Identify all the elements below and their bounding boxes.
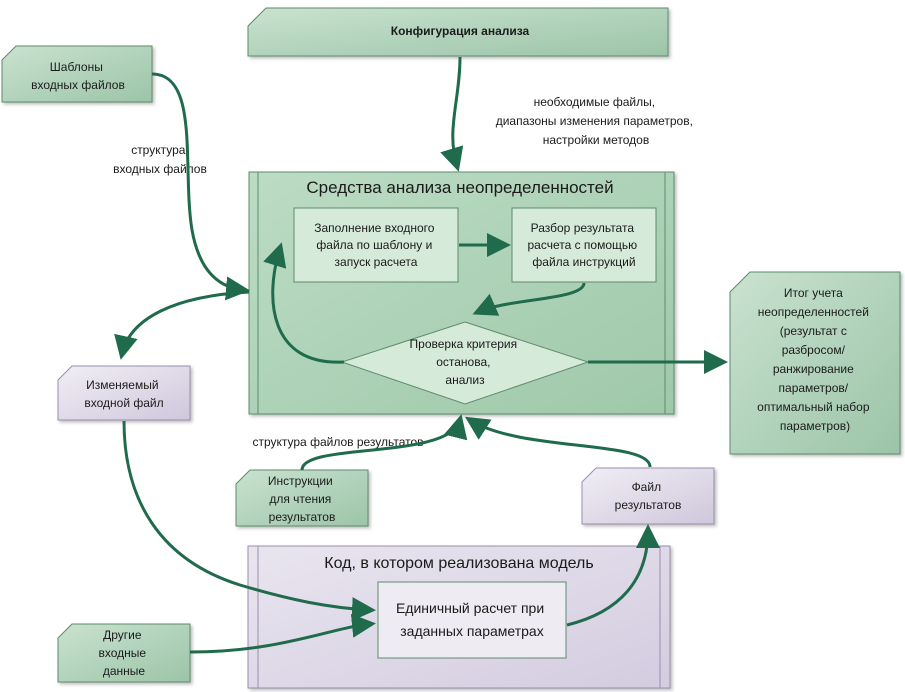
read-instructions-node: Инструкции для чтения результатов [235,469,369,527]
svg-text:Заполнение входного файл: Заполнение входного файла по шаблону и з… [314,221,438,269]
modified-input-node: Изменяемый входной файл [57,365,191,421]
modified-input-line-1: Изменяемый [86,378,158,392]
uq-tools-title: Средства анализа неопределенностей [306,178,613,197]
edge-label-config-line-2: диапазоны изменения параметров, [496,114,693,128]
read-instructions-line-2: для чтения [269,492,331,506]
edge-label-templates-line-1: структура [131,143,186,157]
svg-text:необходимые файлы, диапазо: необходимые файлы, диапазоны изменения п… [496,95,697,147]
fill-input-line-2: файла по шаблону и [316,238,432,252]
modified-input-line-2: входной файл [84,396,163,410]
arrow-tools-to-modified-input [114,290,250,360]
parse-results-line-1: Разбор результата [531,221,635,235]
uq-result-line-6: параметров/ [779,381,849,395]
stop-check-line-1: Проверка критерия [410,337,518,351]
uq-result-line-2: неопределенностей [758,305,869,319]
stop-check-line-2: останова, [436,355,490,369]
read-instructions-line-3: результатов [269,510,336,524]
parse-results-line-2: расчета с помощью [527,238,637,252]
read-instructions-line-1: Инструкции [268,474,333,488]
uq-result-line-8: параметров) [780,419,850,433]
fill-input-node: Заполнение входного файла по шаблону и з… [293,207,459,283]
other-inputs-node: Другие входные данные [57,623,191,683]
arrows-layer [114,56,728,654]
arrow-other-inputs-to-single-run [189,613,376,654]
parse-results-node: Разбор результата расчета с помощью файл… [511,207,657,283]
svg-text:Файл результатов: Файл результатов [615,480,682,512]
svg-text:Проверка критерия остано: Проверка критерия останова, анализ [410,337,521,387]
arrow-config-to-tools [440,56,464,172]
svg-text:Инструкции для чтения: Инструкции для чтения результатов [268,474,336,524]
templates-label-line-2: входных файлов [31,78,125,92]
parse-results-line-3: файла инструкций [532,255,635,269]
arrow-result-file-to-check [464,416,652,468]
other-inputs-line-3: данные [103,664,146,678]
other-inputs-line-2: входные [99,646,147,660]
edge-label-templates-line-2: входных файлов [113,162,207,176]
uq-result-line-1: Итог учета [784,286,843,300]
edge-label-config-line-3: настройки методов [543,133,649,147]
uq-result-line-4: разбросом/ [782,343,846,357]
config-node: Конфигурация анализа [247,7,669,57]
svg-text:Единичный расчет при зад: Единичный расчет при заданных параметрах [396,600,548,639]
templates-label-line-1: Шаблоны [50,60,103,74]
svg-text:структура входных файлов: структура входных файлов [113,143,207,176]
arrow-single-run-to-result-file [566,524,660,627]
single-run-line-1: Единичный расчет при [396,600,544,616]
svg-text:Другие входные дан: Другие входные данные [99,628,150,678]
arrow-templates-to-tools [151,72,250,301]
svg-text:Разбор результата расчет: Разбор результата расчета с помощью файл… [527,221,640,269]
arrow-parse-to-check [472,282,586,316]
fill-input-line-1: Заполнение входного [314,221,435,235]
uq-result-node: Итог учета неопределенностей (результат … [729,271,901,455]
stop-check-line-3: анализ [445,373,485,387]
result-file-line-1: Файл [632,480,662,494]
uq-result-line-5: ранжирование [773,362,854,376]
svg-text:Шаблоны входных файлов: Шаблоны входных файлов [31,60,125,92]
result-file-node: Файл результатов [581,467,715,525]
arrow-instructions-to-check [300,414,468,471]
uq-result-line-3: (результат с [780,324,847,338]
uq-result-line-7: оптимальный набор [757,400,870,414]
svg-text:Изменяемый входной файл: Изменяемый входной файл [84,378,163,410]
other-inputs-line-1: Другие [103,628,142,642]
templates-node: Шаблоны входных файлов [1,45,153,103]
stop-check-node: Проверка критерия останова, анализ [340,321,590,405]
edge-label-config-line-1: необходимые файлы, [534,95,656,109]
single-run-node: Единичный расчет при заданных параметрах [377,581,567,659]
svg-text:Итог учета неопределенно: Итог учета неопределенностей (результат … [757,286,873,433]
result-file-line-2: результатов [615,498,682,512]
arrow-modified-input-to-single-run [122,420,376,622]
model-code-title: Код, в котором реализована модель [324,555,593,572]
edge-label-instructions: структура файлов результатов [252,435,423,449]
arrow-check-to-fill [263,242,345,364]
config-label: Конфигурация анализа [391,24,530,38]
fill-input-line-3: запуск расчета [335,255,418,269]
single-run-line-2: заданных параметрах [400,623,543,639]
